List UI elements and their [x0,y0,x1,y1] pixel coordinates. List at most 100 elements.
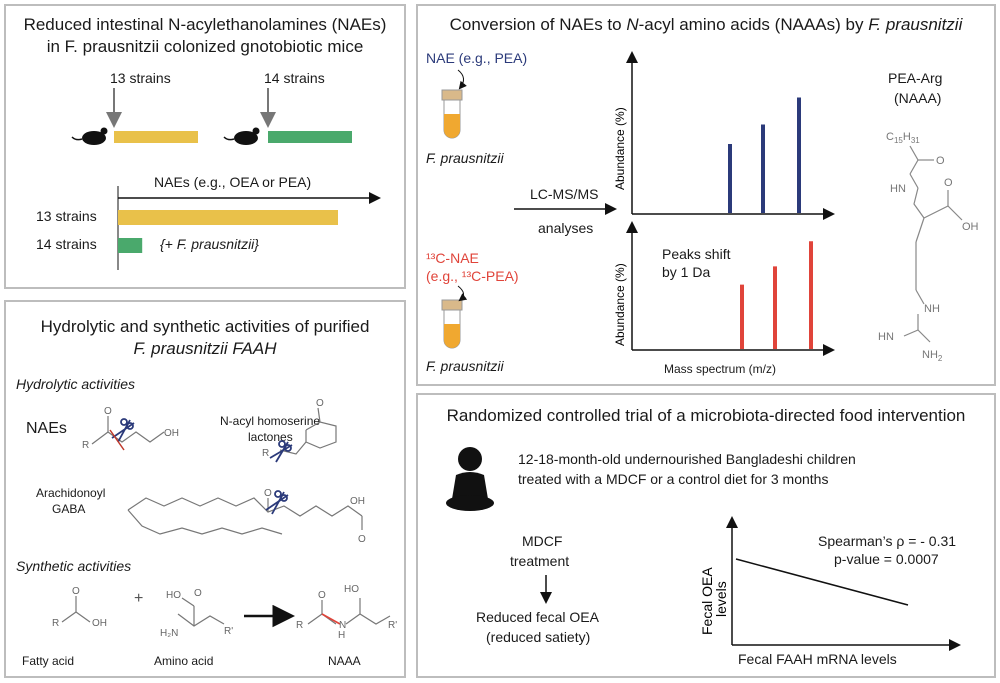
panel3-title-line1: Hydrolytic and synthetic activities of p… [40,317,370,336]
mouse-icon-2 [223,127,260,145]
scissors-icon-3 [265,490,289,515]
y-label-top: Abundance (%) [613,107,627,190]
gaba-oh: OH [350,496,365,507]
panel-mdcf-trial: Randomized controlled trial of a microbi… [416,393,996,678]
x-axis-label: Mass spectrum (m/z) [664,362,777,376]
ahl-r: R [262,448,269,459]
pea-arg-structure [903,145,963,343]
aa-h2n: H₂N [160,628,178,639]
nae-structure [91,416,165,445]
gaba-o2: O [358,534,366,545]
gaba-line1: Arachidonoyl [36,486,106,500]
panel-naaa-conversion: Conversion of NAEs to N-acyl amino acids… [416,4,996,386]
panel2-title-n: N [626,15,639,34]
scissors-icon [111,418,135,443]
section-hydrolytic: Hydrolytic activities [16,376,136,392]
gaba-o: O [264,488,272,499]
fa-r: R [52,618,59,629]
naaa-structure [307,598,391,625]
organism1-label: F. prausnitzii [426,150,504,166]
panel4-title: Randomized controlled trial of a microbi… [446,406,966,425]
naaa-h: H [338,630,345,641]
regression-line [735,558,909,606]
panel2-title-prefix: Conversion of NAEs to [449,15,627,34]
treat-line1: MDCF [522,533,563,549]
pa-hn: HN [890,183,906,195]
treat-line2: treatment [510,553,570,569]
desc-line1: 12-18-month-old undernourished Banglades… [518,451,856,467]
desc-line2: treated with a MDCF or a control diet fo… [518,471,829,487]
pa-nh: NH [924,303,940,315]
child-icon [446,447,494,511]
method-line2: analyses [538,220,594,236]
panel4-graphics: Fecal OEA levels [446,447,961,651]
naaa-r: R [296,620,303,631]
organism2-label: F. prausnitzii [426,358,504,374]
section-synthetic: Synthetic activities [16,558,132,574]
pa-hn2: HN [878,331,894,343]
colonization-bar-14 [268,131,352,143]
gaba-line2: GABA [52,502,86,516]
axis-label: NAEs (e.g., OEA or PEA) [154,174,312,190]
y-label-bottom: Abundance (%) [613,263,627,346]
result-line1: Reduced fecal OEA [476,609,599,625]
ahl-line1: N-acyl homoserine [220,414,321,428]
aa-o: O [194,588,202,599]
pa-nh2: NH2 [922,349,943,363]
panel2-title-suffix: -acyl amino acids (NAAAs) by [638,15,869,34]
aa-rp: R' [224,626,233,637]
panel1-graphics [71,88,381,270]
fatty-acid-structure [61,596,91,623]
ahl-structure [279,407,337,455]
naaa-o: O [318,590,326,601]
input2-label-1: ¹³C-NAE [426,250,479,266]
x-axis-label-4: Fecal FAAH mRNA levels [738,651,897,667]
group1-label: 13 strains [110,70,171,86]
panel2-graphics: Abundance (%) Abundance (%) C15H31 O HN … [441,51,979,363]
panel-nae-reduction: Reduced intestinal N-acylethanolamines (… [4,4,406,289]
stat-p: p-value = 0.0007 [834,551,939,567]
scissors-icon-2 [269,440,293,463]
p4-y-label-2: levels [713,581,729,617]
amino-acid-label: Amino acid [154,654,214,668]
tube-icon-1 [441,89,463,139]
stat-rho: Spearman’s ρ = - 0.31 [818,533,957,549]
nae-oh: OH [164,428,179,439]
shift-line1: Peaks shift [662,246,731,262]
panel2-title: Conversion of NAEs to N-acyl amino acids… [418,14,994,35]
top-peaks [728,97,801,213]
p4-y-label-1: Fecal OEA [699,567,715,635]
colonization-bar-13 [114,131,198,143]
naaa-ho: HO [344,584,359,595]
panel2-title-organism: F. prausnitzii [868,15,963,34]
group2-label: 14 strains [264,70,325,86]
panel-faah-activities: Hydrolytic and synthetic activities of p… [4,300,406,678]
naaa-label: NAAA [328,654,361,668]
naaa-rp: R' [388,620,397,631]
nae-bar-14-strains [118,238,143,253]
arachidonoyl-gaba-structure [127,497,363,535]
bar2-note: {+ F. prausnitzii} [160,236,259,252]
fatty-acid-label: Fatty acid [22,654,75,668]
panel1-title-line2: in F. prausnitzii colonized gnotobiotic … [46,37,364,56]
pea-arg-atoms: C15H31 O HN O OH NH HN NH2 [878,131,979,363]
product-line2: (NAAA) [894,90,942,106]
plus-sign: + [134,590,144,607]
ahl-o: O [316,398,324,409]
shift-line2: by 1 Da [662,264,711,280]
fa-o: O [72,586,80,597]
fa-oh: OH [92,618,107,629]
panel1-title-line1: Reduced intestinal N-acylethanolamines (… [23,15,387,34]
mouse-icon-1 [71,127,108,145]
panel3-title-line2: F. prausnitzii FAAH [133,339,277,358]
bar2-label: 14 strains [36,236,97,252]
pa-o2: O [944,177,953,189]
product-line1: PEA-Arg [888,70,943,86]
nae-bar-13-strains [118,210,338,225]
panel3-structures: R O OH O R O OH O [52,398,397,641]
nae-o: O [104,406,112,417]
amino-acid-structure [177,597,225,627]
result-line2: (reduced satiety) [486,629,591,645]
input2-label-2: (e.g., ¹³C-PEA) [426,268,519,284]
tube-icon-2 [441,299,463,349]
